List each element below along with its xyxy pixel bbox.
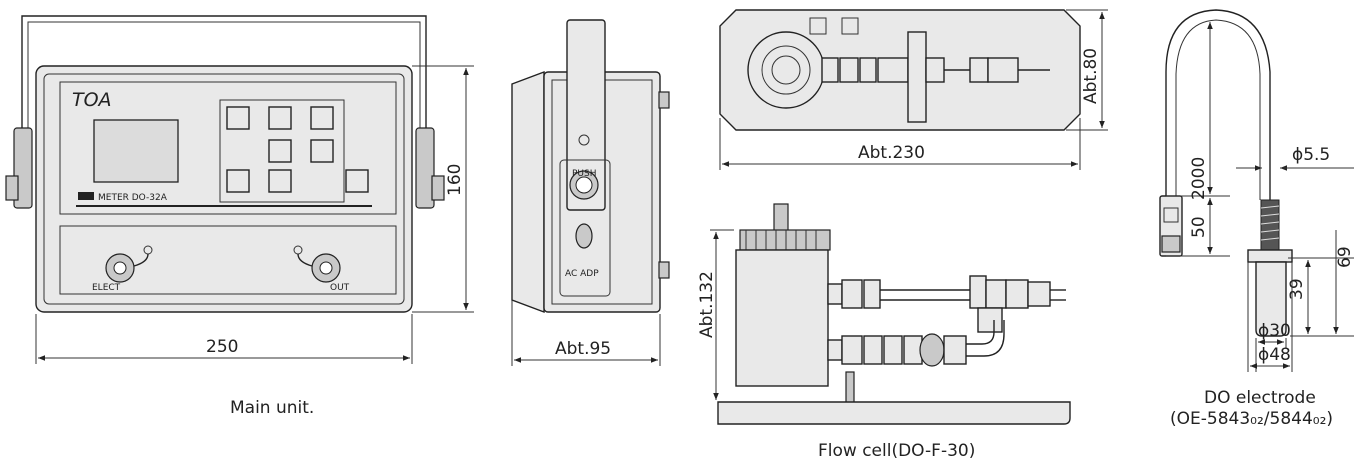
display-window [93, 119, 179, 183]
electrode-caption-line2: (OE-5843₀₂/5844₀₂) [1170, 409, 1333, 429]
main-height-dim: 160 [445, 164, 465, 196]
inner-diameter-dim: ϕ30 [1258, 321, 1291, 341]
flow-cell-front: Abt.132 Flow cell(DO-F-30) [697, 203, 1071, 461]
electrode-body [1255, 261, 1287, 337]
connector-panel [59, 225, 397, 295]
flow-cell-body [735, 249, 829, 387]
flow-cell-height-dim: Abt.132 [697, 271, 717, 338]
side-width-dim: Abt.95 [555, 339, 611, 359]
main-unit: TOA METER DO-32A ELECT OUT 160 [5, 15, 474, 418]
key-button [268, 139, 292, 163]
keypad-panel [219, 99, 345, 203]
side-handle [566, 19, 606, 211]
key-button [310, 139, 334, 163]
outer-diameter-dim: ϕ48 [1258, 345, 1291, 365]
top-cell-outer [747, 31, 825, 109]
electrode-collar [1247, 249, 1293, 263]
elect-label: ELECT [92, 283, 121, 293]
brand-label: TOA [72, 89, 112, 111]
key-button [310, 106, 334, 130]
push-label: PUSH [572, 169, 597, 179]
main-width-dim: 250 [206, 337, 238, 357]
key-button [345, 169, 369, 193]
do-logo [78, 192, 94, 200]
flow-cell-caption: Flow cell(DO-F-30) [818, 441, 975, 461]
cable-length-dim: 2000 [1189, 157, 1209, 200]
flow-cell-base [717, 401, 1071, 425]
out-label: OUT [330, 283, 350, 293]
key-button [226, 106, 250, 130]
key-button [268, 169, 292, 193]
side-view: PUSH AC ADP Abt.95 [511, 19, 670, 366]
carry-handle [21, 15, 427, 158]
right-knob [415, 127, 435, 209]
do-electrode: ϕ5.5 2000 50 39 69 ϕ30 ϕ48 DO electrode … [1159, 9, 1354, 429]
cable-diameter-dim: ϕ5.5 [1292, 145, 1330, 165]
ac-adapter-jack [575, 223, 593, 249]
top-height-dim: Abt.80 [1081, 48, 1101, 104]
plug-length-dim: 50 [1189, 216, 1209, 238]
ac-adapter-label: AC ADP [565, 269, 599, 279]
main-unit-caption: Main unit. [230, 398, 314, 418]
top-view: Abt.80 Abt.230 [719, 9, 1108, 170]
key-button [268, 106, 292, 130]
body-length-dim: 69 [1335, 246, 1354, 268]
top-width-dim: Abt.230 [858, 143, 925, 163]
electrode-caption-line1: DO electrode [1204, 388, 1316, 408]
key-button [226, 169, 250, 193]
flow-valve [919, 333, 945, 367]
electrode-cable [1165, 9, 1271, 200]
model-label: METER DO-32A [98, 193, 168, 203]
tip-length-dim: 39 [1287, 278, 1307, 300]
